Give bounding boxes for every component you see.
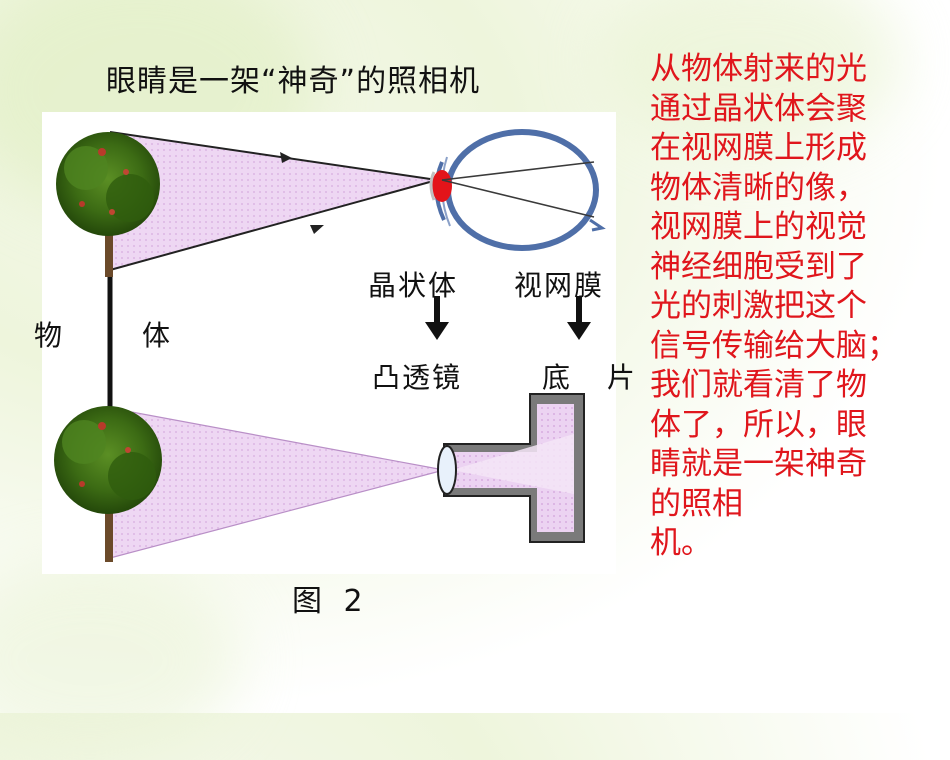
eye-light-cone xyxy=(110,132,437,270)
explanation-line: 从物体射来的光 xyxy=(650,51,867,87)
label-retina: 视网膜 xyxy=(514,269,605,302)
explanation-text: 从物体射来的光 通过晶状体会聚 在视网膜上形成 物体清晰的像， 视网膜上的视觉 … xyxy=(650,50,940,564)
diagram-svg xyxy=(54,129,606,562)
diagram-title: 眼睛是一架“神奇”的照相机 xyxy=(106,64,481,99)
eye-icon xyxy=(429,129,606,251)
label-object-right: 体 xyxy=(142,319,173,352)
ray-bottom xyxy=(109,179,438,271)
explanation-line: 体了，所以，眼 xyxy=(650,406,867,443)
camera-lens xyxy=(437,445,457,495)
explanation-line: 信号传输给大脑； xyxy=(650,327,898,364)
figure-caption: 图 2 xyxy=(292,584,369,619)
ray-top xyxy=(109,131,438,181)
explanation-line: 视网膜上的视觉 xyxy=(650,209,867,245)
explanation-line: 物体清晰的像， xyxy=(650,169,867,206)
label-eye-lens: 晶状体 xyxy=(368,269,459,302)
explanation-line: 机。 xyxy=(650,525,712,561)
explanation-line: 通过晶状体会聚 xyxy=(650,90,867,127)
label-film: 底 片 xyxy=(542,361,649,394)
arrow-lens-icon xyxy=(425,296,449,340)
arrow-retina-icon xyxy=(567,296,591,340)
arrow-bottom-ray xyxy=(310,225,324,234)
explanation-line: 我们就看清了物 xyxy=(650,367,867,403)
explanation-line: 神经细胞受到了 xyxy=(650,248,867,285)
camera-icon xyxy=(437,393,585,543)
arrow-top-ray xyxy=(280,152,292,163)
label-object-left: 物 xyxy=(34,319,65,352)
explanation-line: 光的刺激把这个 xyxy=(650,288,867,324)
tree-top-icon xyxy=(56,132,160,277)
camera-light-cone xyxy=(110,408,444,558)
eye-lens xyxy=(432,170,452,202)
explanation-line: 的照相 xyxy=(650,485,743,522)
explanation-line: 在视网膜上形成 xyxy=(650,130,867,166)
explanation-line: 睛就是一架神奇 xyxy=(650,446,867,482)
tree-bottom-icon xyxy=(54,406,162,562)
eye-camera-diagram xyxy=(42,112,616,574)
label-convex-lens: 凸透镜 xyxy=(372,361,463,394)
